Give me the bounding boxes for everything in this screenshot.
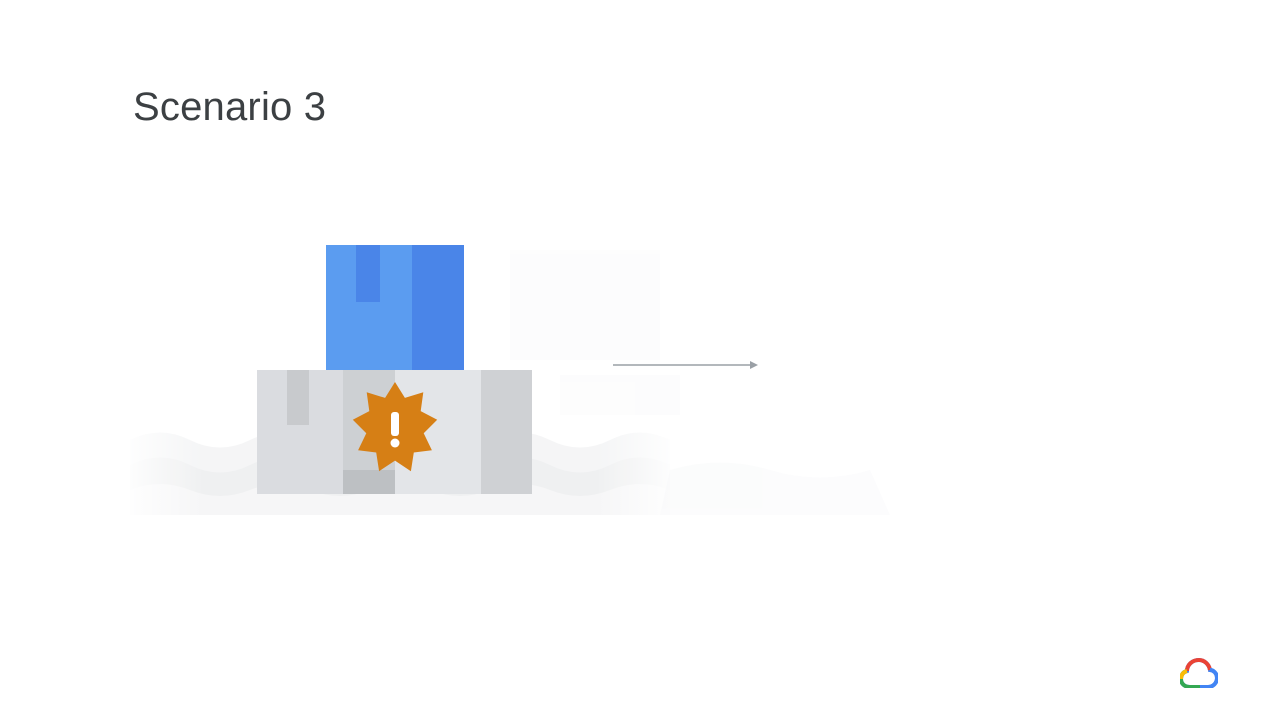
- faded-background-shapes: [510, 250, 890, 515]
- right-arrow-icon: [613, 361, 758, 369]
- blue-box: [326, 245, 464, 370]
- warning-starburst-icon: [352, 382, 438, 472]
- slide-title: Scenario 3: [133, 85, 327, 129]
- google-cloud-logo: [1180, 657, 1218, 688]
